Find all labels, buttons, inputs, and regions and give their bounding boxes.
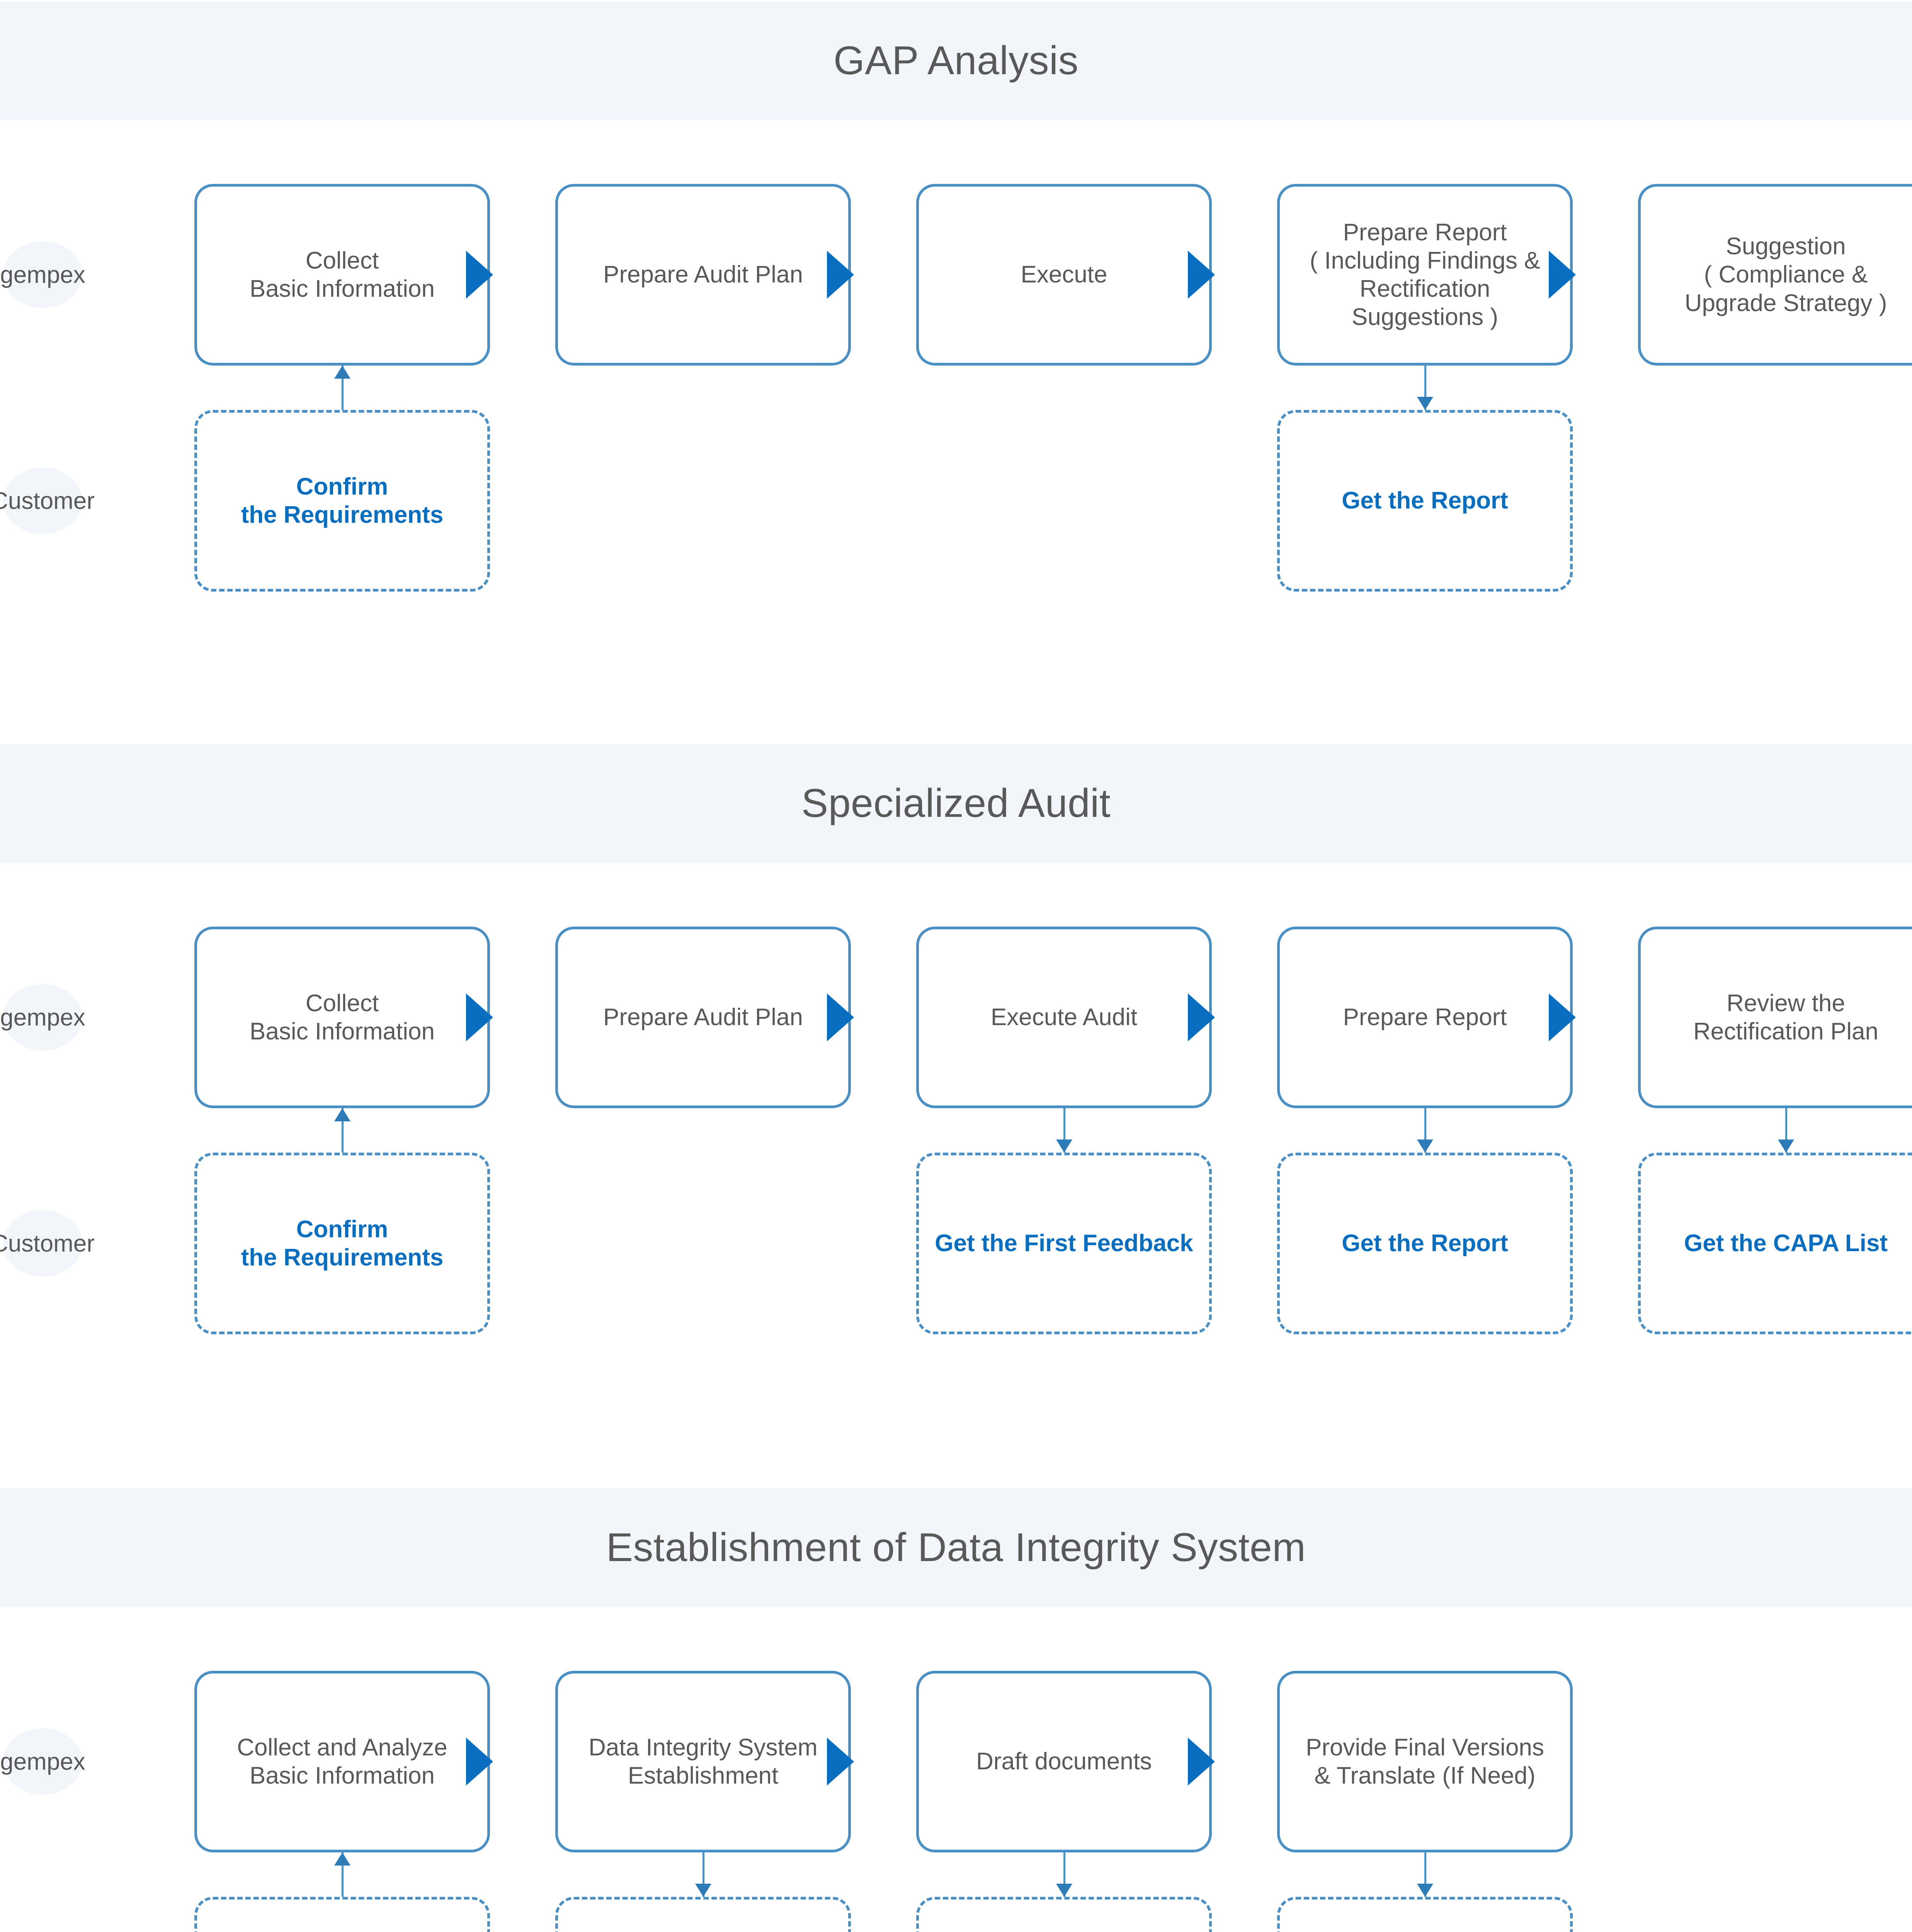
process-node[interactable]: Draft documents (916, 1671, 1212, 1852)
flow-arrow-right-icon (827, 251, 854, 299)
connector-line (1424, 1852, 1426, 1897)
connector-arrowhead-down-icon (1778, 1139, 1794, 1153)
lane-label-gempex: gempex (0, 984, 85, 1051)
connector-arrowhead-down-icon (1417, 1139, 1433, 1153)
connector-line (1063, 1852, 1065, 1897)
lane-label-customer: Customer (0, 468, 95, 534)
connector-line (341, 366, 344, 410)
flow-arrow-right-icon (466, 993, 493, 1041)
connector-arrowhead-up-icon (334, 1108, 350, 1121)
section-title: Specialized Audit (801, 781, 1111, 826)
connector-arrowhead-down-icon (1417, 397, 1433, 410)
customer-node[interactable]: Get the Report (1277, 1153, 1573, 1334)
section-header: Specialized Audit (0, 744, 1912, 863)
flow-arrow-right-icon (1549, 251, 1576, 299)
customer-node[interactable]: Get the CAPA List (1638, 1153, 1912, 1334)
flow-arrow-right-icon (1188, 993, 1215, 1041)
process-node[interactable]: Prepare Audit Plan (555, 927, 851, 1108)
process-node[interactable]: Suggestion( Compliance &Upgrade Strategy… (1638, 184, 1912, 366)
connector-arrowhead-down-icon (1056, 1884, 1072, 1897)
section-title: GAP Analysis (833, 38, 1079, 83)
connector-arrowhead-down-icon (695, 1884, 711, 1897)
connector-arrowhead-down-icon (1417, 1884, 1433, 1897)
process-node[interactable]: Execute (916, 184, 1212, 366)
customer-node[interactable]: Customer Confirm (555, 1897, 851, 1932)
flow-arrow-right-icon (466, 1738, 493, 1786)
connector-line (702, 1852, 704, 1897)
connector-arrowhead-up-icon (334, 366, 350, 379)
section-title: Establishment of Data Integrity System (606, 1525, 1306, 1570)
customer-node[interactable]: Get the First Feedback (916, 1153, 1212, 1334)
customer-node[interactable]: Review & Confirm (916, 1897, 1212, 1932)
flow-arrow-right-icon (1188, 251, 1215, 299)
connector-line (1424, 366, 1426, 410)
connector-arrowhead-up-icon (334, 1852, 350, 1866)
lane-label-gempex: gempex (0, 1728, 85, 1795)
section-header: GAP Analysis (0, 2, 1912, 120)
flow-arrow-right-icon (1188, 1738, 1215, 1786)
flow-arrow-right-icon (1549, 993, 1576, 1041)
flow-arrow-right-icon (827, 1738, 854, 1786)
connector-arrowhead-down-icon (1056, 1139, 1072, 1153)
process-node[interactable]: Provide Final Versions& Translate (If Ne… (1277, 1671, 1573, 1852)
connector-line (1063, 1108, 1065, 1153)
lane-label-customer: Customer (0, 1210, 95, 1277)
process-node[interactable]: Prepare Audit Plan (555, 184, 851, 366)
process-node[interactable]: Execute Audit (916, 927, 1212, 1108)
connector-line (1785, 1108, 1787, 1153)
flow-arrow-right-icon (827, 993, 854, 1041)
connector-line (341, 1108, 344, 1153)
connector-line (1424, 1108, 1426, 1153)
flow-arrow-right-icon (466, 251, 493, 299)
section-header: Establishment of Data Integrity System (0, 1488, 1912, 1607)
lane-label-gempex: gempex (0, 242, 85, 308)
process-node[interactable]: Prepare Report( Including Findings &Rect… (1277, 184, 1573, 366)
process-node[interactable]: Prepare Report (1277, 927, 1573, 1108)
customer-node[interactable]: Get the Report (1277, 410, 1573, 592)
customer-node[interactable]: Get the Documents (1277, 1897, 1573, 1932)
connector-line (341, 1852, 344, 1897)
